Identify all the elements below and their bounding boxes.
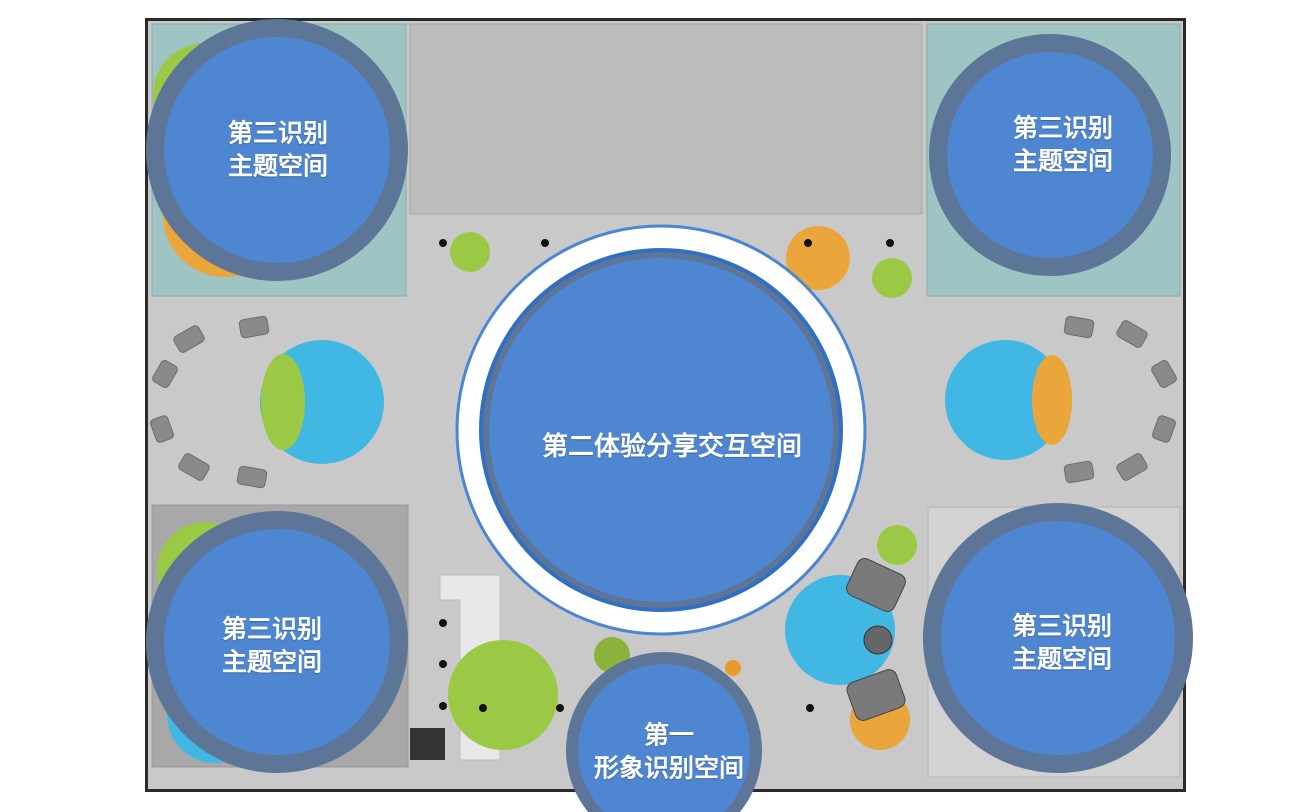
zone-circle-entrance bbox=[566, 652, 762, 812]
zone-label-line: 主题空间 bbox=[227, 151, 329, 180]
zone-label-line: 主题空间 bbox=[221, 647, 323, 676]
zone-label-entrance: 第一 形象识别空间 bbox=[594, 720, 744, 785]
zone-circle-top-right bbox=[929, 34, 1171, 276]
orange-ball bbox=[725, 660, 741, 676]
zone-label-top-left: 第三识别 主题空间 bbox=[228, 118, 328, 183]
zone-label-line: 主题空间 bbox=[1011, 644, 1113, 673]
orange-spot bbox=[786, 226, 850, 290]
green-overlap bbox=[261, 354, 305, 450]
zone-label-line: 第一 bbox=[643, 720, 695, 750]
zone-label-top-right: 第三识别 主题空间 bbox=[1013, 113, 1113, 178]
green-spot bbox=[450, 232, 490, 272]
bottom-right-chairs bbox=[846, 558, 906, 721]
zone-label-line: 第三识别 bbox=[1012, 113, 1114, 143]
zone-label-line: 第二体验分享交互空间 bbox=[541, 432, 803, 463]
zone-label-bottom-left: 第三识别 主题空间 bbox=[222, 614, 322, 679]
zone-circle-center bbox=[483, 252, 839, 608]
zone-label-line: 第三识别 bbox=[227, 118, 329, 148]
green-spot bbox=[872, 258, 912, 298]
zone-circle-top-left bbox=[146, 19, 408, 281]
kiosk-block bbox=[410, 728, 445, 760]
zone-circle-bottom-left bbox=[146, 511, 408, 773]
cyan-spot bbox=[945, 340, 1065, 460]
green-spot bbox=[877, 525, 917, 565]
top-building-block bbox=[409, 23, 923, 215]
zone-label-line: 第三识别 bbox=[1011, 611, 1113, 641]
zone-circle-bottom-right bbox=[923, 503, 1193, 773]
zone-label-line: 主题空间 bbox=[1012, 146, 1114, 175]
zone-label-center: 第二体验分享交互空间 bbox=[542, 431, 802, 465]
right-seating bbox=[1063, 315, 1177, 484]
zone-label-line: 第三识别 bbox=[221, 614, 323, 644]
left-seating bbox=[150, 315, 270, 489]
green-spot bbox=[448, 640, 558, 750]
zone-label-bottom-right: 第三识别 主题空间 bbox=[1012, 611, 1112, 676]
orange-overlap bbox=[1032, 355, 1072, 445]
zone-label-line: 形象识别空间 bbox=[593, 753, 745, 782]
